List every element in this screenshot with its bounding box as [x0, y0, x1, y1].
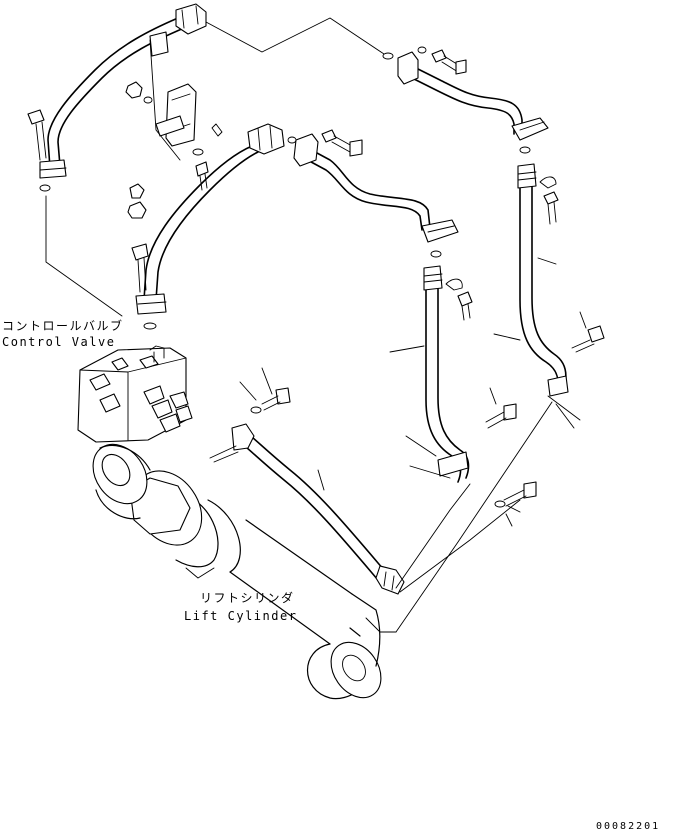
mounting-bracket	[155, 83, 197, 147]
hose-clamp-right	[539, 176, 557, 189]
bolt-lower-right-1	[571, 325, 605, 353]
middle-hose	[423, 265, 470, 483]
center-steel-tube	[135, 123, 285, 315]
bolt-middle-clamp	[457, 291, 473, 321]
lift-cylinder-label-en: Lift Cylinder	[184, 609, 297, 623]
lift-cylinder	[92, 443, 382, 700]
o-ring-middle	[430, 250, 442, 258]
bolt-top-right	[417, 46, 467, 75]
middle-steel-tube	[293, 133, 459, 243]
clamp-rod	[149, 31, 181, 161]
bolt-middle	[287, 129, 363, 157]
bolt-center-left	[131, 243, 149, 293]
o-ring-valve	[143, 322, 157, 330]
bolt-cylinder-top	[503, 481, 537, 507]
o-ring-top	[382, 52, 394, 60]
washer-cylinder	[494, 500, 506, 508]
lift-cylinder-label-jp: リフトシリンダ	[200, 590, 295, 605]
nut-washer-set	[125, 81, 223, 219]
cylinder-steel-tube	[231, 423, 405, 595]
upper-right-steel-tube	[397, 51, 549, 141]
bolt-lower-right-2	[485, 403, 517, 429]
o-ring-right-tube	[519, 146, 531, 154]
right-hose	[517, 163, 569, 397]
control-valve-label-en: Control Valve	[2, 335, 115, 349]
bolt-right-clamp	[543, 191, 559, 225]
o-ring-left	[39, 184, 51, 192]
drawing-number: 00082201	[596, 821, 660, 832]
control-valve-label-jp: コントロールバルブ	[2, 318, 124, 333]
bolt-top-left	[27, 109, 47, 161]
leader-lines	[45, 17, 587, 633]
bolt-cylinder-tube	[250, 387, 291, 414]
hose-clamp-middle	[445, 278, 463, 291]
control-valve	[77, 345, 193, 443]
